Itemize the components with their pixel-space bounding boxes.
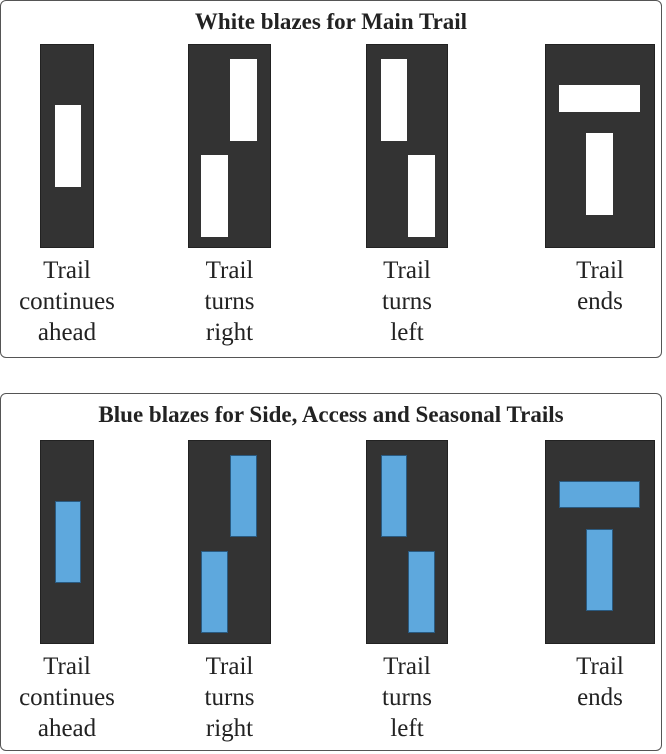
- label-line: right: [205, 319, 254, 346]
- blaze-sign-right: [188, 44, 271, 248]
- label-line: right: [205, 715, 254, 742]
- blaze-sign-left: [366, 440, 448, 644]
- label-line: Trail: [43, 257, 91, 284]
- white-blaze: [230, 59, 257, 141]
- sign-label: Trail turns left: [337, 255, 477, 348]
- label-line: Trail: [576, 653, 624, 680]
- sign-label: Trail turns right: [160, 255, 300, 348]
- label-line: turns: [382, 684, 432, 711]
- blaze-sign-continues: [40, 440, 94, 644]
- sign-label: Trail continues ahead: [0, 255, 137, 348]
- sign-label: Trail ends: [530, 651, 666, 713]
- label-line: continues: [19, 684, 115, 711]
- blue-blaze: [230, 455, 257, 537]
- white-blaze: [559, 85, 640, 112]
- label-line: turns: [382, 288, 432, 315]
- blaze-sign-continues: [40, 44, 94, 248]
- blaze-sign-right: [188, 440, 271, 644]
- section-title: Blue blazes for Side, Access and Seasona…: [98, 402, 564, 427]
- white-blaze: [586, 133, 613, 215]
- blue-blaze: [381, 455, 407, 537]
- sign-label: Trail ends: [530, 255, 666, 317]
- label-line: ends: [577, 684, 623, 711]
- label-line: Trail: [383, 257, 431, 284]
- label-line: Trail: [383, 653, 431, 680]
- blue-blaze: [559, 481, 640, 508]
- white-blaze: [381, 59, 407, 141]
- white-blaze: [55, 105, 81, 187]
- label-line: ahead: [37, 319, 97, 346]
- label-line: left: [390, 715, 424, 742]
- white-blaze: [201, 155, 228, 237]
- label-line: Trail: [576, 257, 624, 284]
- label-line: Trail: [205, 257, 254, 284]
- sign-label: Trail continues ahead: [0, 651, 137, 744]
- label-line: continues: [19, 288, 115, 315]
- label-line: ahead: [37, 715, 97, 742]
- blue-blaze: [55, 501, 81, 583]
- label-line: turns: [204, 288, 255, 315]
- sign-label: Trail turns right: [160, 651, 300, 744]
- label-line: Trail: [205, 653, 254, 680]
- label-line: ends: [577, 288, 623, 315]
- blue-blaze: [201, 551, 228, 633]
- white-blaze: [408, 155, 435, 237]
- label-line: left: [390, 319, 424, 346]
- blue-blaze: [586, 529, 613, 611]
- sign-label: Trail turns left: [337, 651, 477, 744]
- blaze-sign-left: [366, 44, 448, 248]
- section-title: White blazes for Main Trail: [194, 9, 468, 34]
- label-line: Trail: [43, 653, 91, 680]
- blaze-sign-ends: [545, 44, 655, 248]
- label-line: turns: [204, 684, 255, 711]
- blue-blaze: [408, 551, 435, 633]
- blaze-sign-ends: [545, 440, 655, 644]
